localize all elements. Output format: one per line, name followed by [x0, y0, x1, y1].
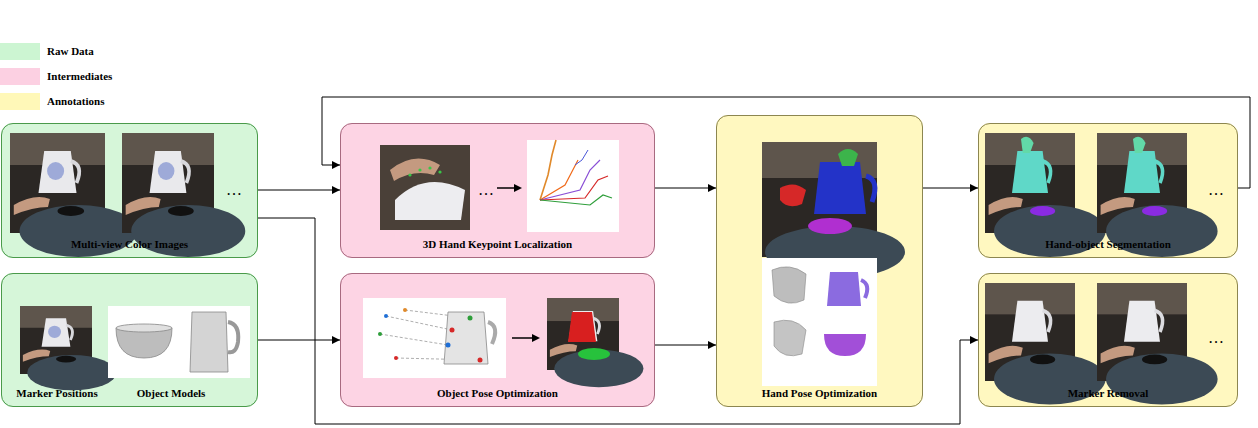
box-fill — [1, 123, 258, 258]
process-box: Hand Pose Optimization — [716, 115, 923, 407]
process-box: Object Pose Optimization — [340, 273, 655, 407]
arrow-connector — [258, 218, 978, 424]
box-caption: Multi-view Color Images — [71, 238, 188, 251]
process-box: 3D Hand Keypoint Localization — [340, 123, 655, 258]
ellipsis-label: … — [478, 182, 494, 198]
legend-text: Annotations — [47, 93, 104, 110]
box-caption: Hand-object Segmentation — [1045, 238, 1171, 251]
legend-text: Raw Data — [47, 43, 94, 60]
box-caption: Object Pose Optimization — [437, 387, 558, 400]
arrow-connector — [322, 97, 1250, 188]
process-box: Hand-object Segmentation — [978, 123, 1238, 258]
legend-swatch — [0, 93, 40, 110]
ellipsis-label: … — [1208, 330, 1224, 346]
ellipsis-label: … — [226, 182, 242, 198]
process-box: Marker Positions Object Models — [1, 273, 258, 407]
process-box: Marker Removal — [978, 273, 1238, 407]
arrow-connector — [258, 190, 340, 191]
box-caption: Marker Positions — [16, 387, 97, 400]
box-fill — [340, 273, 655, 407]
box-fill — [978, 123, 1238, 258]
ellipsis-label: … — [1208, 182, 1224, 198]
box-caption: Hand Pose Optimization — [762, 387, 878, 400]
legend-swatch — [0, 43, 40, 60]
arrow-connector — [655, 345, 716, 346]
box-fill — [978, 273, 1238, 407]
box-fill — [1, 273, 258, 407]
box-caption: 3D Hand Keypoint Localization — [423, 238, 572, 251]
box-fill — [716, 115, 923, 407]
process-box: Multi-view Color Images — [1, 123, 258, 258]
arrow-connector — [655, 188, 716, 189]
box-fill — [340, 123, 655, 258]
arrow-connector — [923, 188, 978, 189]
legend-swatch — [0, 68, 40, 85]
box-caption: Marker Removal — [1068, 387, 1149, 400]
legend-text: Intermediates — [47, 68, 112, 85]
box-caption: Object Models — [137, 387, 206, 400]
arrow-connector — [258, 340, 340, 341]
